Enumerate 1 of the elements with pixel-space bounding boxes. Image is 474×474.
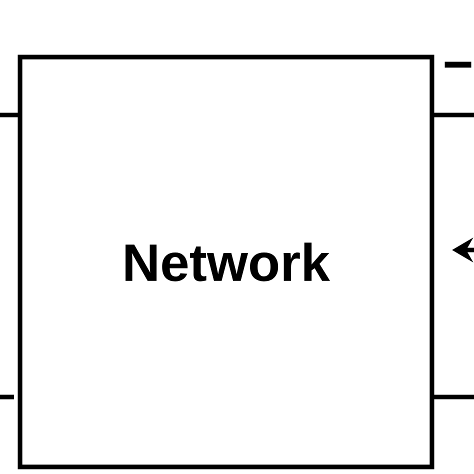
network-box: Network xyxy=(18,54,434,470)
